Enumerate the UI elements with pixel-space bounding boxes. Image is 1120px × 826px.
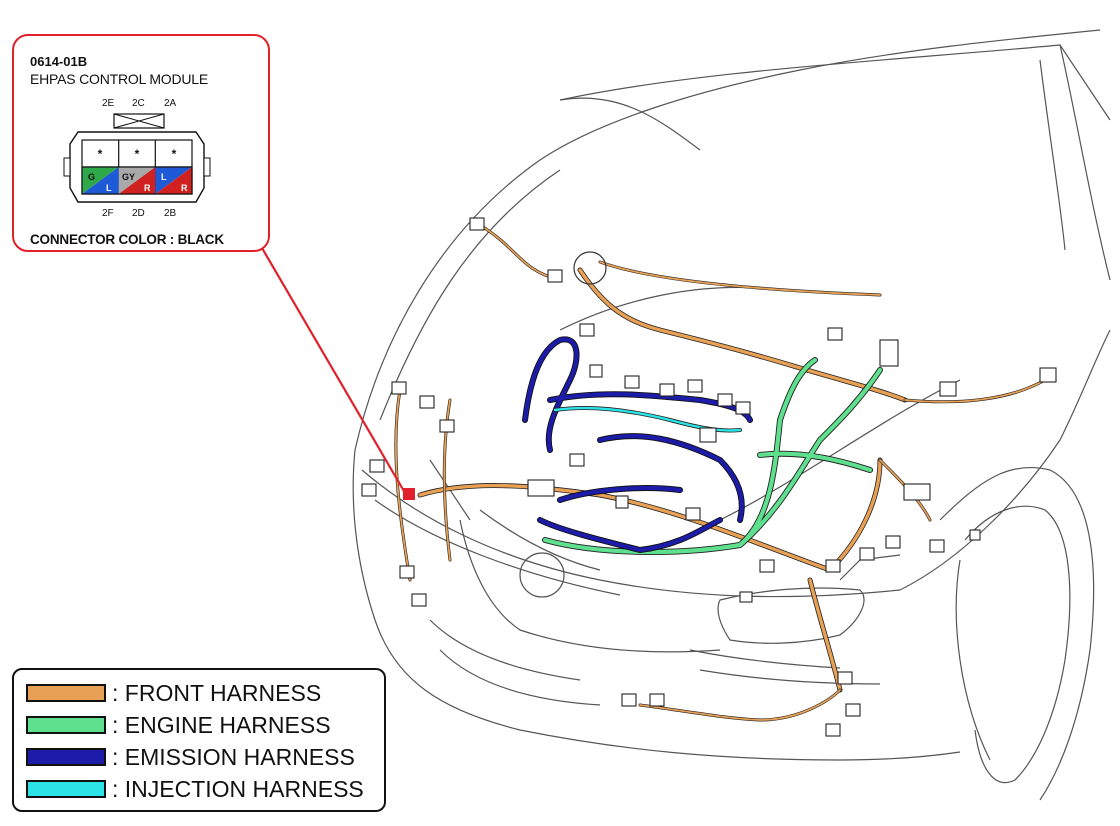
- emission-harness: [522, 336, 753, 553]
- injection-harness: [553, 406, 742, 433]
- engine-harness: [542, 357, 883, 555]
- connector-color-note: CONNECTOR COLOR : BLACK: [30, 232, 224, 247]
- pin-label-2e: 2E: [102, 98, 115, 109]
- legend-item-engine: : ENGINE HARNESS: [26, 710, 331, 740]
- pin-2b-right: R: [181, 183, 188, 193]
- legend-label-engine: : ENGINE HARNESS: [112, 711, 331, 738]
- legend-item-front: : FRONT HARNESS: [26, 678, 321, 708]
- pin-top-2a: *: [172, 147, 177, 161]
- pin-2f-left: G: [88, 172, 95, 182]
- pin-label-2b: 2B: [164, 208, 177, 219]
- pin-label-2c: 2C: [132, 98, 145, 109]
- pin-2d-right: R: [144, 183, 151, 193]
- pin-2d-left: GY: [122, 172, 135, 182]
- legend-item-emission: : EMISSION HARNESS: [26, 742, 355, 772]
- legend-label-emission: : EMISSION HARNESS: [112, 743, 355, 770]
- connector-callout: 0614-01B EHPAS CONTROL MODULE 2E 2C 2A *…: [12, 34, 270, 252]
- legend-swatch-engine: [26, 716, 106, 734]
- connector-name: EHPAS CONTROL MODULE: [30, 71, 209, 87]
- highlighted-connector: [403, 488, 415, 500]
- pin-top-2c: *: [135, 147, 140, 161]
- pin-top-2e: *: [98, 147, 103, 161]
- car-body-outline: [352, 29, 1111, 801]
- legend-swatch-injection: [26, 780, 106, 798]
- callout-leader-line: [261, 247, 409, 499]
- pin-label-2a: 2A: [164, 98, 177, 109]
- reservoir-cap: [573, 251, 607, 285]
- connector-face: * * * G L GY R L R: [63, 113, 211, 203]
- pin-2b-left: L: [161, 172, 167, 182]
- pin-label-2f: 2F: [102, 208, 114, 219]
- pin-2f-right: L: [106, 183, 112, 193]
- front-harness: [394, 223, 1047, 722]
- harness-connectors: [361, 217, 1057, 737]
- legend-swatch-front: [26, 684, 106, 702]
- legend-label-injection: : INJECTION HARNESS: [112, 775, 364, 802]
- legend-label-front: : FRONT HARNESS: [112, 679, 322, 706]
- pin-label-2d: 2D: [132, 208, 145, 219]
- connector-code: 0614-01B: [30, 54, 88, 69]
- harness-legend: : FRONT HARNESS : ENGINE HARNESS : EMISS…: [12, 668, 386, 812]
- legend-swatch-emission: [26, 748, 106, 766]
- legend-item-injection: : INJECTION HARNESS: [26, 774, 364, 804]
